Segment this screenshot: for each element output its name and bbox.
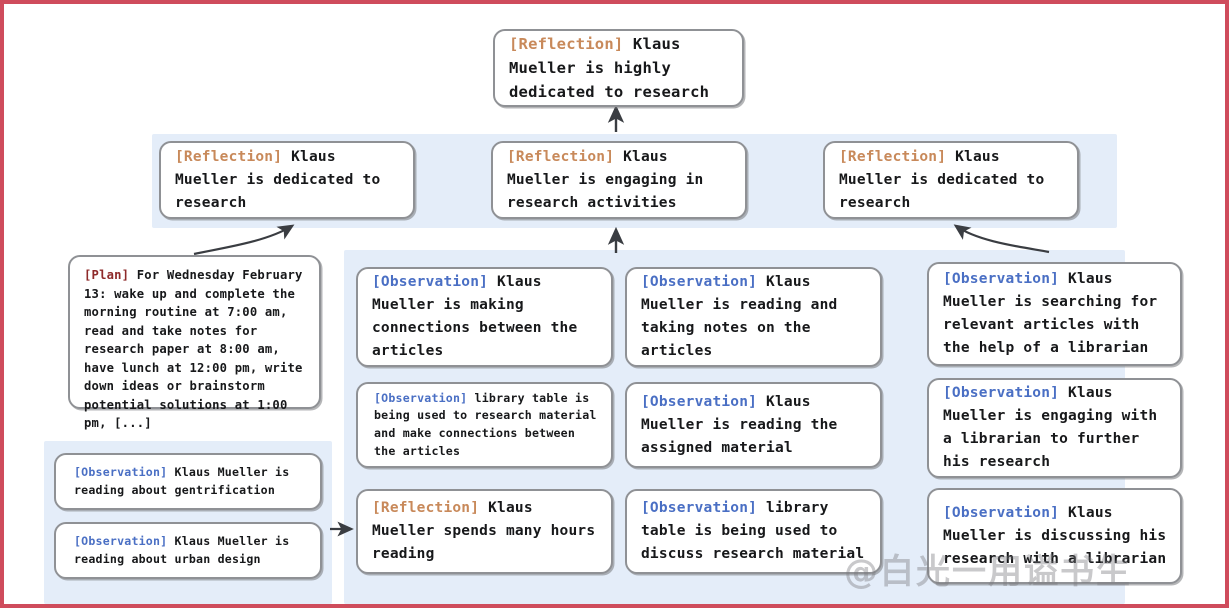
- node-body: Klaus Mueller is making connections betw…: [372, 274, 587, 359]
- node-body: Klaus Mueller is reading and taking note…: [641, 274, 847, 359]
- diagram-canvas: [Reflection] Klaus Mueller is highly ded…: [4, 4, 1225, 604]
- node-text: [Observation] Klaus Mueller is making co…: [358, 271, 611, 363]
- node-body: For Wednesday February 13: wake up and c…: [84, 268, 311, 430]
- node-root-reflection[interactable]: [Reflection] Klaus Mueller is highly ded…: [493, 29, 744, 107]
- tag-observation: [Observation]: [374, 390, 468, 405]
- node-body: Klaus Mueller is highly dedicated to res…: [509, 35, 710, 101]
- node-text: [Observation] library table is being use…: [627, 497, 880, 566]
- node-left-observation-2[interactable]: [Observation] Klaus Mueller is reading a…: [54, 522, 322, 579]
- node-reflection-middle[interactable]: [Reflection] Klaus Mueller is engaging i…: [491, 141, 747, 219]
- node-left-observation-1[interactable]: [Observation] Klaus Mueller is reading a…: [54, 453, 322, 510]
- node-body: library table is being used to research …: [374, 390, 604, 458]
- node-col2-observation-2[interactable]: [Observation] Klaus Mueller is reading t…: [625, 382, 882, 468]
- node-text: [Reflection] Klaus Mueller is highly ded…: [495, 32, 742, 104]
- node-text: [Observation] Klaus Mueller is reading a…: [627, 271, 880, 363]
- node-body: Klaus Mueller is discussing his research…: [943, 504, 1176, 567]
- node-text: [Plan] For Wednesday February 13: wake u…: [70, 257, 319, 433]
- node-text: [Observation] Klaus Mueller is searching…: [929, 268, 1180, 360]
- node-body: Klaus Mueller is reading about gentrific…: [74, 464, 297, 497]
- tag-observation: [Observation]: [943, 385, 1060, 401]
- node-text: [Observation] Klaus Mueller is reading t…: [627, 391, 880, 460]
- node-text: [Reflection] Klaus Mueller is dedicated …: [825, 146, 1077, 215]
- node-col1-reflection[interactable]: [Reflection] Klaus Mueller spends many h…: [356, 489, 613, 574]
- tag-reflection: [Reflection]: [507, 148, 615, 165]
- node-body: Klaus Mueller is engaging in research ac…: [507, 148, 713, 211]
- node-body: Klaus Mueller spends many hours reading: [372, 500, 605, 562]
- node-body: Klaus Mueller is dedicated to research: [839, 148, 1054, 211]
- node-body: Klaus Mueller is searching for relevant …: [943, 271, 1167, 356]
- node-col1-observation-1[interactable]: [Observation] Klaus Mueller is making co…: [356, 267, 613, 367]
- node-body: Klaus Mueller is dedicated to research: [175, 148, 390, 211]
- tag-plan: [Plan]: [84, 268, 130, 282]
- node-text: [Reflection] Klaus Mueller is engaging i…: [493, 146, 745, 215]
- tag-observation: [Observation]: [641, 274, 758, 290]
- tag-reflection: [Reflection]: [839, 148, 947, 165]
- tag-observation: [Observation]: [943, 504, 1060, 521]
- node-text: [Reflection] Klaus Mueller spends many h…: [358, 497, 611, 566]
- node-reflection-right[interactable]: [Reflection] Klaus Mueller is dedicated …: [823, 141, 1079, 219]
- node-body: Klaus Mueller is reading the assigned ma…: [641, 393, 847, 456]
- tag-observation: [Observation]: [943, 271, 1060, 287]
- node-body: Klaus Mueller is engaging with a librari…: [943, 385, 1167, 470]
- node-text: [Observation] Klaus Mueller is discussin…: [929, 502, 1180, 571]
- node-reflection-left[interactable]: [Reflection] Klaus Mueller is dedicated …: [159, 141, 415, 219]
- tag-reflection: [Reflection]: [509, 35, 624, 53]
- node-body: library table is being used to discuss r…: [641, 500, 865, 562]
- node-body: Klaus Mueller is reading about urban des…: [74, 533, 297, 566]
- node-col2-observation-1[interactable]: [Observation] Klaus Mueller is reading a…: [625, 267, 882, 367]
- tag-observation: [Observation]: [372, 274, 489, 290]
- tag-observation: [Observation]: [641, 393, 758, 410]
- tag-observation: [Observation]: [641, 500, 758, 516]
- node-plan[interactable]: [Plan] For Wednesday February 13: wake u…: [68, 255, 321, 430]
- node-col3-observation-2[interactable]: [Observation] Klaus Mueller is engaging …: [927, 378, 1182, 478]
- tag-observation: [Observation]: [74, 464, 168, 479]
- node-text: [Observation] Klaus Mueller is engaging …: [929, 382, 1180, 474]
- node-text: [Observation] library table is being use…: [358, 390, 611, 460]
- node-text: [Observation] Klaus Mueller is reading a…: [56, 533, 320, 568]
- tag-reflection: [Reflection]: [372, 500, 480, 516]
- tag-reflection: [Reflection]: [175, 148, 283, 165]
- node-text: [Observation] Klaus Mueller is reading a…: [56, 464, 320, 499]
- node-text: [Reflection] Klaus Mueller is dedicated …: [161, 146, 413, 215]
- tag-observation: [Observation]: [74, 533, 168, 548]
- node-col3-observation-3[interactable]: [Observation] Klaus Mueller is discussin…: [927, 488, 1182, 584]
- node-col3-observation-1[interactable]: [Observation] Klaus Mueller is searching…: [927, 262, 1182, 366]
- node-col1-observation-2[interactable]: [Observation] library table is being use…: [356, 382, 613, 468]
- node-col2-observation-3[interactable]: [Observation] library table is being use…: [625, 489, 882, 574]
